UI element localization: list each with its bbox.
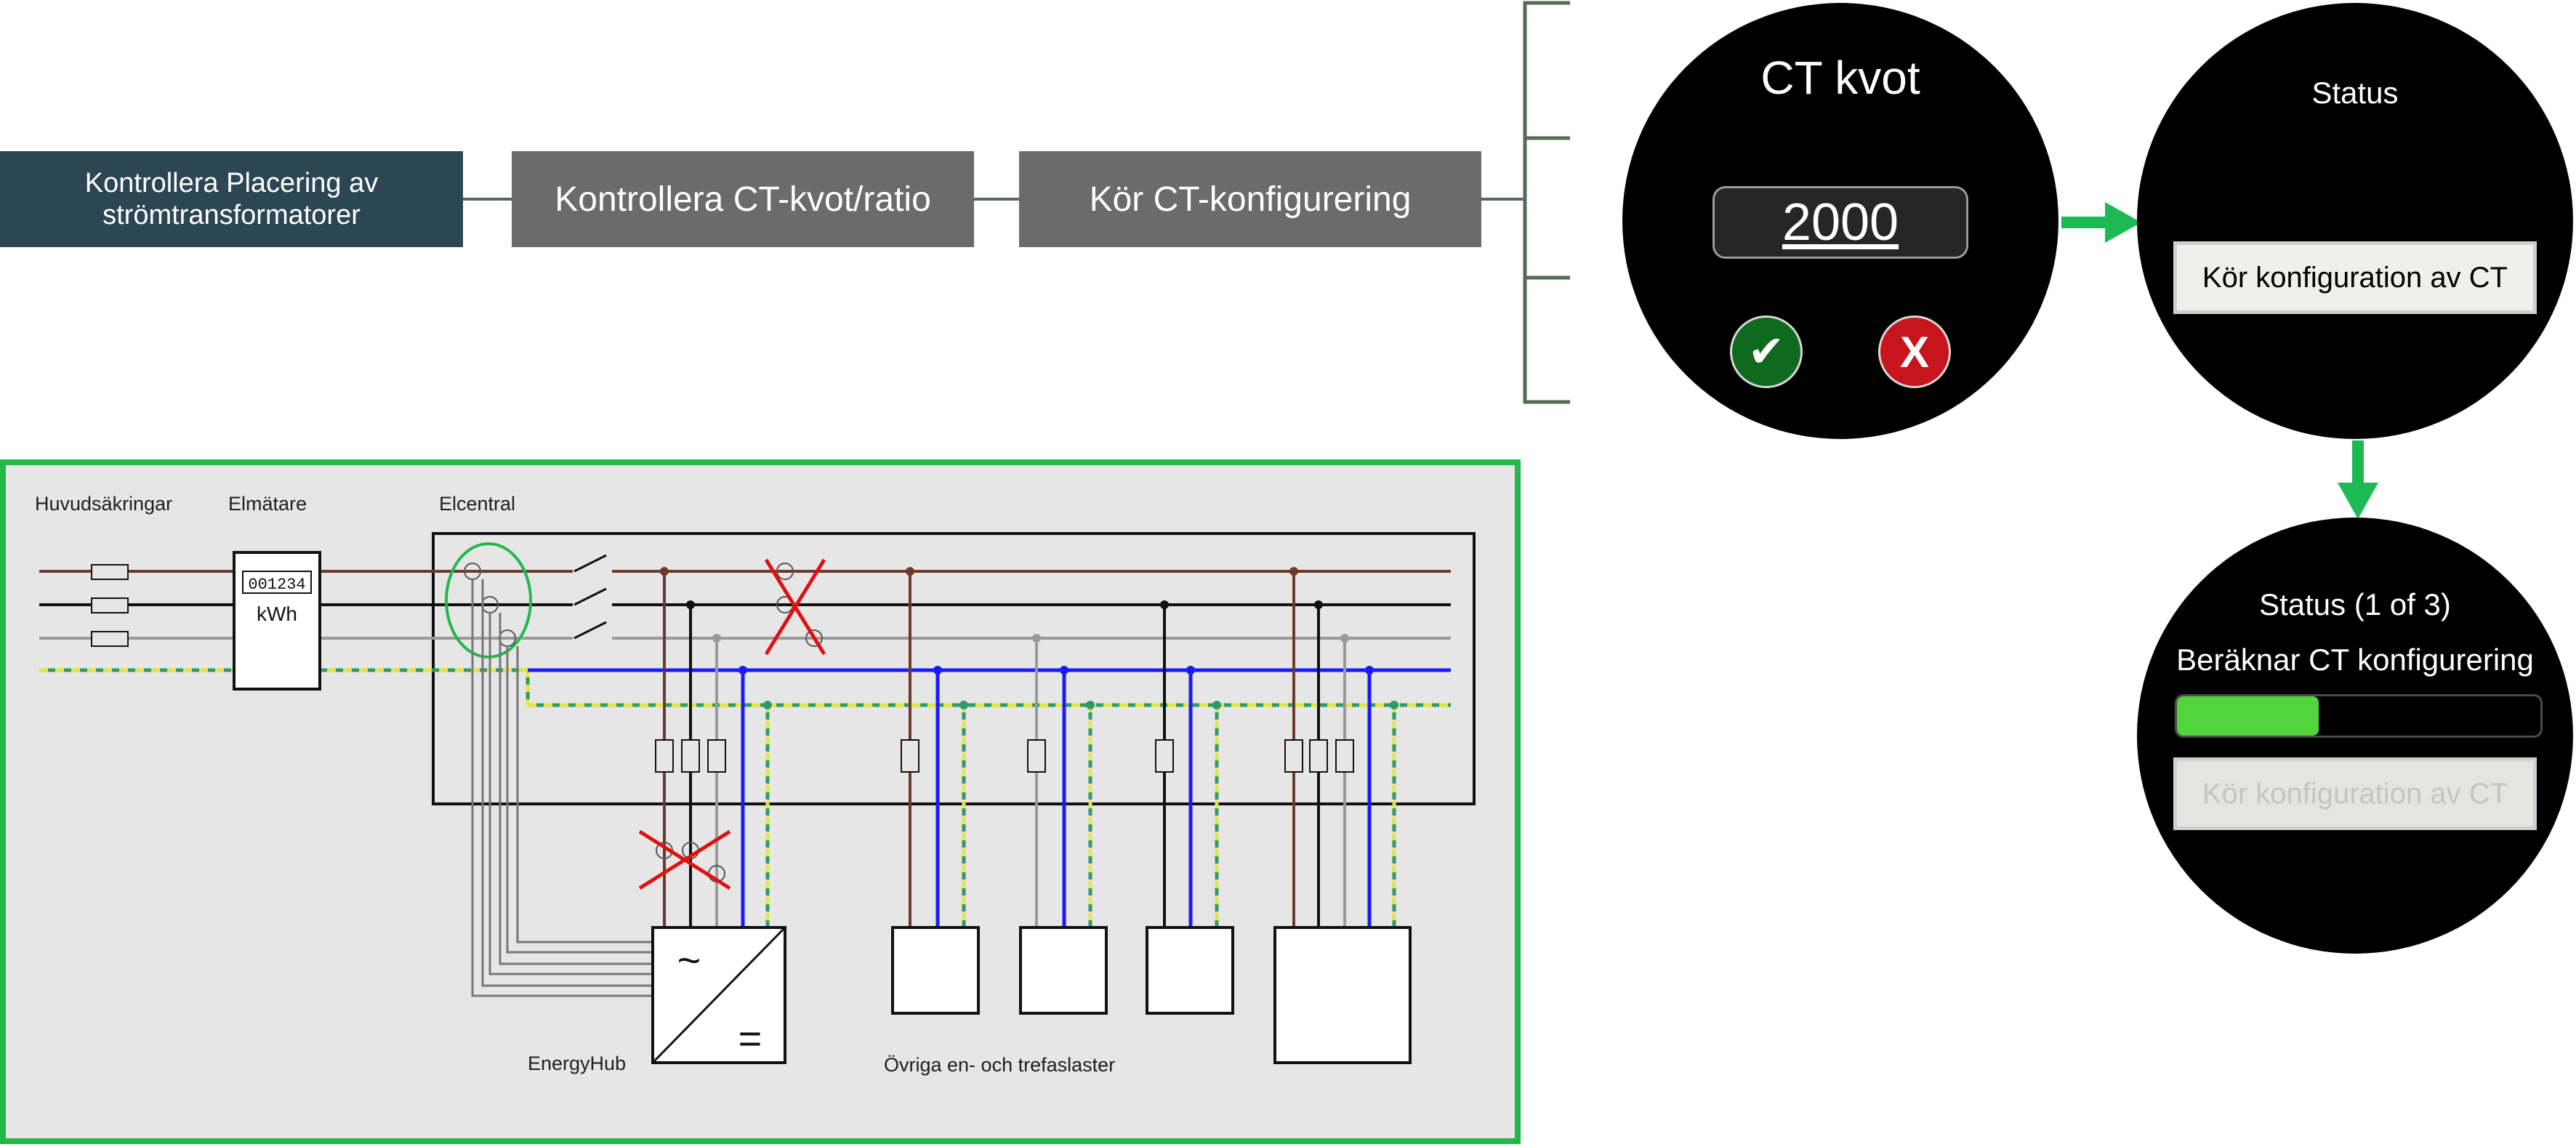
checkmark-icon: ✔ — [1747, 327, 1785, 376]
step-check-ct-ratio-label: Kontrollera CT-kvot/ratio — [555, 180, 931, 219]
junction-dot — [1314, 600, 1323, 609]
junction-dot — [1289, 567, 1298, 576]
ct-lead — [488, 613, 654, 975]
status-progress-screen: Status (1 of 3) Beräknar CT konfigurerin… — [2137, 518, 2573, 954]
status-title: Status — [2311, 76, 2399, 110]
junction-dot — [1086, 701, 1095, 709]
ct-ratio-title: CT kvot — [1760, 52, 1920, 104]
junction-dot — [712, 634, 721, 643]
load-box — [1146, 926, 1234, 1015]
junction-dot — [686, 600, 695, 609]
junction-dot — [933, 666, 942, 675]
ct-lead — [471, 579, 654, 997]
ct-lead — [481, 579, 654, 987]
ct-wrong-placement — [776, 563, 794, 580]
junction-dot — [906, 567, 914, 576]
main-switch — [573, 587, 607, 606]
junction-dot — [1390, 701, 1398, 709]
step-connector — [1481, 198, 1525, 201]
load-box — [1019, 926, 1108, 1015]
breaker — [1335, 739, 1354, 773]
breaker — [707, 739, 726, 773]
junction-dot — [1032, 634, 1041, 643]
ct-lead — [506, 646, 654, 954]
progress-bar — [2175, 694, 2543, 738]
meter-display — [242, 571, 312, 594]
step-run-ct-config-label: Kör CT-konfigurering — [1089, 180, 1412, 219]
breaker — [1155, 739, 1174, 773]
run-ct-config-label: Kör konfiguration av CT — [2202, 777, 2508, 810]
status-screen: Status Kör konfiguration av CT — [2137, 3, 2573, 439]
breaker — [1027, 739, 1046, 773]
breaker — [1309, 739, 1328, 773]
cancel-button[interactable]: X — [1878, 315, 1951, 388]
status-progress-title: Status (1 of 3) — [2259, 587, 2451, 621]
step-connector — [974, 198, 1019, 201]
ct-lead — [499, 613, 654, 965]
meter-unit: kWh — [257, 603, 297, 625]
ct-lead — [516, 646, 654, 943]
ac-symbol: ~ — [677, 937, 701, 983]
branch-bracket — [1523, 1, 1570, 404]
status-progress-subtitle: Beräknar CT konfigurering — [2176, 643, 2534, 677]
junction-dot — [959, 701, 968, 709]
fuse — [91, 597, 129, 613]
label-panel: Elcentral — [439, 493, 515, 515]
junction-dot — [1365, 666, 1374, 675]
ct-highlight-ellipse — [445, 542, 532, 659]
progress-bar-fill — [2177, 696, 2319, 736]
junction-dot — [1212, 701, 1221, 709]
run-ct-config-button-disabled: Kör konfiguration av CT — [2173, 757, 2537, 830]
junction-dot — [1340, 634, 1349, 643]
label-energyhub: EnergyHub — [528, 1053, 626, 1074]
breaker — [655, 739, 674, 773]
step-run-ct-config[interactable]: Kör CT-konfigurering — [1019, 151, 1481, 247]
junction-dot — [1186, 666, 1195, 675]
confirm-button[interactable]: ✔ — [1730, 315, 1803, 388]
run-ct-config-button[interactable]: Kör konfiguration av CT — [2173, 241, 2537, 314]
ct-wrong-placement — [805, 629, 823, 647]
label-meter: Elmätare — [228, 493, 307, 515]
junction-dot — [660, 567, 669, 576]
junction-dot — [1160, 600, 1169, 609]
energyhub-diagonal — [651, 926, 786, 1064]
step-connector — [463, 198, 512, 201]
breaker — [681, 739, 700, 773]
cross-icon — [764, 558, 826, 656]
ct-ratio-screen: CT kvot 2000 ✔ X — [1622, 3, 2058, 439]
junction-dot — [1060, 666, 1068, 675]
cross-icon — [638, 829, 731, 890]
ct-ratio-input[interactable]: 2000 — [1712, 186, 1968, 259]
label-main-fuses: Huvudsäkringar — [35, 493, 172, 515]
close-icon: X — [1899, 327, 1930, 377]
fuse — [91, 631, 129, 647]
breaker — [901, 739, 919, 773]
step-check-ct-ratio[interactable]: Kontrollera CT-kvot/ratio — [512, 151, 974, 247]
main-switch — [573, 554, 607, 573]
step-check-placement[interactable]: Kontrollera Placering av strömtransforma… — [0, 151, 463, 247]
wiring-diagram: Huvudsäkringar Elmätare Elcentral Energy… — [0, 459, 1521, 1144]
step-check-placement-label: Kontrollera Placering av strömtransforma… — [84, 168, 379, 230]
wiring-diagram-svg: Huvudsäkringar Elmätare Elcentral Energy… — [35, 493, 1476, 1076]
arrow-right-icon — [2061, 202, 2141, 243]
junction-dot — [738, 666, 747, 675]
label-other-loads: Övriga en- och trefaslaster — [884, 1054, 1115, 1076]
dc-symbol: = — [738, 1015, 762, 1061]
load-box — [1273, 926, 1412, 1064]
main-switch — [573, 621, 607, 640]
junction-dot — [763, 701, 772, 709]
load-box — [891, 926, 980, 1015]
run-ct-config-label: Kör konfiguration av CT — [2202, 261, 2508, 294]
arrow-down-icon — [2338, 440, 2378, 519]
breaker — [1284, 739, 1303, 773]
fuse — [91, 564, 129, 580]
meter-reading: 001234 — [248, 576, 305, 594]
